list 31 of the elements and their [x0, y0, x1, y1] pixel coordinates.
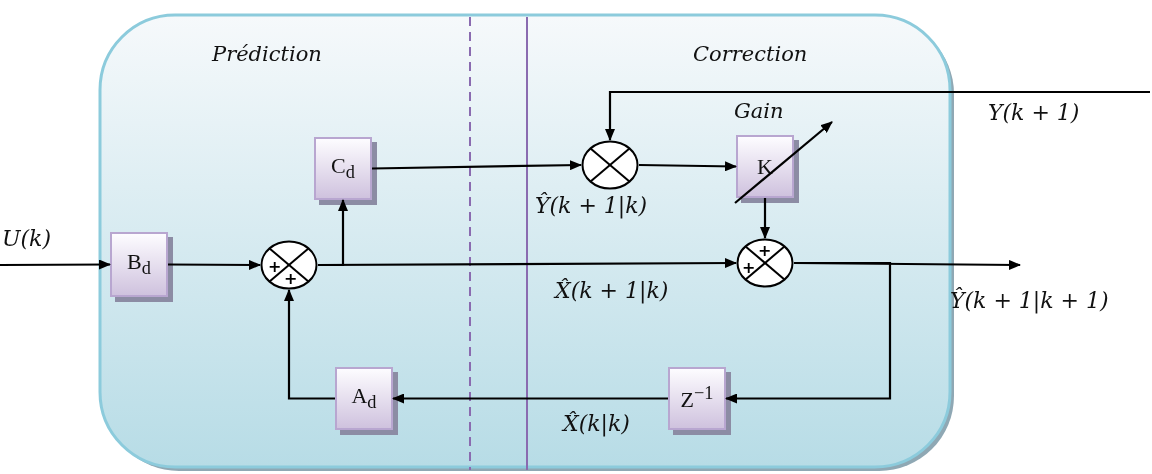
sign-label: + — [268, 259, 282, 275]
signal-label: Y(k + 1) — [988, 100, 1080, 125]
summing-junction — [581, 140, 639, 190]
section-title: Correction — [693, 42, 808, 66]
sign-label: + — [758, 243, 772, 259]
signal-arrow — [392, 393, 668, 404]
sign-label: + — [742, 260, 756, 276]
signal-arrow — [284, 289, 335, 400]
signal-arrow — [168, 259, 261, 270]
block-label: A$_{d}$ — [351, 383, 377, 414]
signal-arrow — [605, 90, 1150, 141]
signal-arrow — [0, 259, 111, 270]
signal-arrow — [372, 160, 582, 171]
signal-arrow — [725, 261, 892, 404]
signal-label: X̂(k + 1|k) — [555, 278, 669, 303]
signal-arrow — [318, 199, 348, 267]
summing-junction — [736, 238, 794, 288]
block-caption: Gain — [734, 99, 784, 123]
signal-label: U(k) — [2, 226, 52, 251]
block-label: C$_{d}$ — [331, 153, 355, 184]
summing-junction — [260, 240, 318, 290]
signal-arrow — [760, 198, 770, 239]
signal-label: Ŷ(k + 1|k + 1) — [950, 288, 1109, 313]
block-label: Z$^{−1}$ — [680, 383, 714, 414]
block-label: B$_{d}$ — [127, 249, 151, 280]
signal-label: X̂(k|k) — [563, 411, 630, 436]
signal-label: Ŷ(k + 1|k) — [535, 193, 648, 218]
signal-arrow — [639, 161, 737, 172]
sign-label: + — [284, 271, 298, 287]
section-title: Prédiction — [212, 42, 322, 66]
block-label: K — [757, 153, 773, 180]
